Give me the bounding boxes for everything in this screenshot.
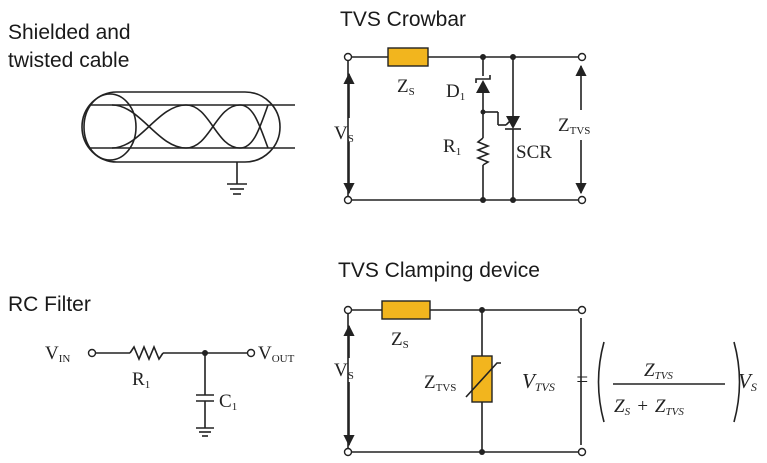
svg-text:VS: VS xyxy=(738,369,757,394)
clamping-circuit: ZS VS ZTVS VTVS = ZTVS ZS+ZTVS VS xyxy=(334,300,757,457)
rc-r1-label: R xyxy=(132,369,145,390)
crowbar-title: TVS Crowbar xyxy=(340,8,467,31)
svg-text:VIN: VIN xyxy=(45,343,70,365)
crowbar-d1-label: D xyxy=(446,81,460,102)
svg-text:R1: R1 xyxy=(443,136,461,158)
eq-lhs: V xyxy=(522,369,537,393)
crowbar-r1-label: R xyxy=(443,136,456,157)
svg-text:ZTVS: ZTVS xyxy=(644,360,673,382)
crowbar-r1-sub: 1 xyxy=(456,146,462,158)
eq-numerator-sub: TVS xyxy=(655,370,674,382)
clamping-zs-sub: S xyxy=(403,339,409,351)
clamping-zs-box xyxy=(381,300,431,320)
clamping-vs-label: V xyxy=(334,360,348,381)
eq-den-ztvs: Z xyxy=(655,396,666,417)
svg-text:D1: D1 xyxy=(446,81,465,103)
crowbar-vs-label: V xyxy=(334,123,348,144)
crowbar-vs-sub: S xyxy=(348,133,354,145)
rc-filter-circuit: VIN VOUT R1 C1 xyxy=(45,343,295,437)
eq-numerator: Z xyxy=(644,360,655,381)
eq-den-zs-sub: S xyxy=(625,406,631,418)
eq-rhs-sub: S xyxy=(751,380,757,394)
clamping-ztvs-sub: TVS xyxy=(436,382,457,394)
eq-plus: + xyxy=(636,396,649,417)
crowbar-zs-label: Z xyxy=(397,76,409,97)
svg-text:C1: C1 xyxy=(219,391,237,413)
svg-text:ZTVS: ZTVS xyxy=(558,115,590,137)
shielded-cable xyxy=(81,91,295,195)
svg-text:VOUT: VOUT xyxy=(258,343,295,365)
crowbar-zs-sub: S xyxy=(409,86,415,98)
eq-den-zs: Z xyxy=(614,396,625,417)
rc-c1-sub: 1 xyxy=(232,401,238,413)
rc-filter-title: RC Filter xyxy=(8,293,91,316)
clamping-zs-label: Z xyxy=(391,329,403,350)
crowbar-zs-box xyxy=(387,47,429,67)
eq-lhs-sub: TVS xyxy=(535,380,555,394)
svg-text:ZS: ZS xyxy=(397,76,415,98)
cable-title-line1: Shielded and xyxy=(8,21,131,44)
svg-text:ZS+ZTVS: ZS+ZTVS xyxy=(614,396,684,418)
svg-text:ZTVS: ZTVS xyxy=(424,372,456,394)
crowbar-circuit: ZS D1 R1 VS SCR ZTVS xyxy=(334,47,590,205)
clamping-vs-sub: S xyxy=(348,370,354,382)
rc-vout-label: V xyxy=(258,343,272,364)
crowbar-ztvs-label: Z xyxy=(558,115,570,136)
cable-title-line2: twisted cable xyxy=(8,49,130,72)
svg-text:VTVS: VTVS xyxy=(522,369,555,394)
svg-text:VS: VS xyxy=(334,123,354,145)
eq-den-ztvs-sub: TVS xyxy=(665,406,684,418)
svg-text:VS: VS xyxy=(334,360,354,382)
rc-vin-label: V xyxy=(45,343,59,364)
clamping-ztvs-label: Z xyxy=(424,372,436,393)
svg-text:ZS: ZS xyxy=(391,329,409,351)
rc-vin-sub: IN xyxy=(59,353,71,365)
crowbar-d1-sub: 1 xyxy=(460,91,466,103)
svg-text:R1: R1 xyxy=(132,369,150,391)
clamping-title: TVS Clamping device xyxy=(338,259,540,282)
crowbar-scr-label: SCR xyxy=(516,142,552,163)
rc-r1-sub: 1 xyxy=(145,379,151,391)
eq-rhs: V xyxy=(738,369,753,393)
rc-vout-sub: OUT xyxy=(272,353,295,365)
eq-equals: = xyxy=(575,367,589,391)
crowbar-ztvs-sub: TVS xyxy=(570,125,591,137)
rc-c1-label: C xyxy=(219,391,232,412)
